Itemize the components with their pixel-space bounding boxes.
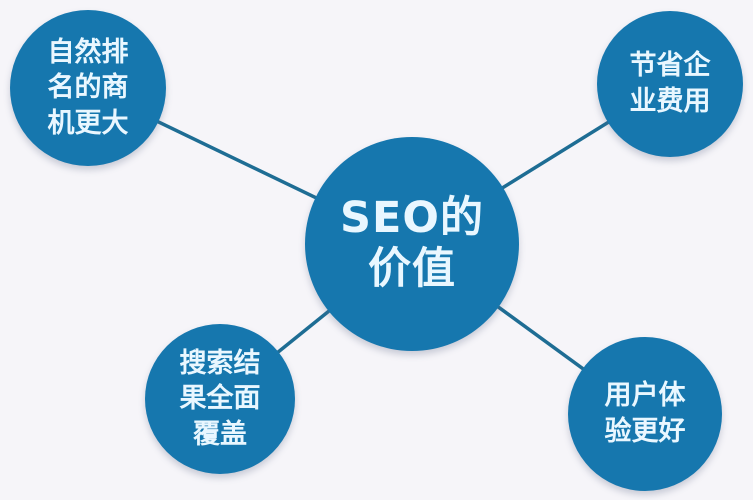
node-text-line: 覆盖 [193,418,247,450]
node-text-line: 搜索结 [179,347,261,379]
node-text-line: 果全面 [179,383,261,415]
node-search-results-coverage: 搜索结 果全面 覆盖 [145,324,295,474]
node-text-line: 价值 [368,244,456,294]
node-natural-ranking-opportunity: 自然排 名的商 机更大 [10,10,166,166]
node-save-enterprise-costs: 节省企 业费用 [597,11,743,157]
node-center-seo-value: SEO的 价值 [305,137,519,351]
node-text-line: 节省企 [629,50,711,82]
node-text-line: 业费用 [629,86,711,117]
node-text-line: 自然排 [47,36,129,68]
node-text-line: 名的商 [47,72,129,104]
node-text-line: 验更好 [604,416,686,447]
node-text-line: SEO的 [340,193,484,244]
node-better-user-experience: 用户体 验更好 [568,337,722,491]
node-text-line: 用户体 [604,380,686,412]
node-text-line: 机更大 [47,107,129,139]
